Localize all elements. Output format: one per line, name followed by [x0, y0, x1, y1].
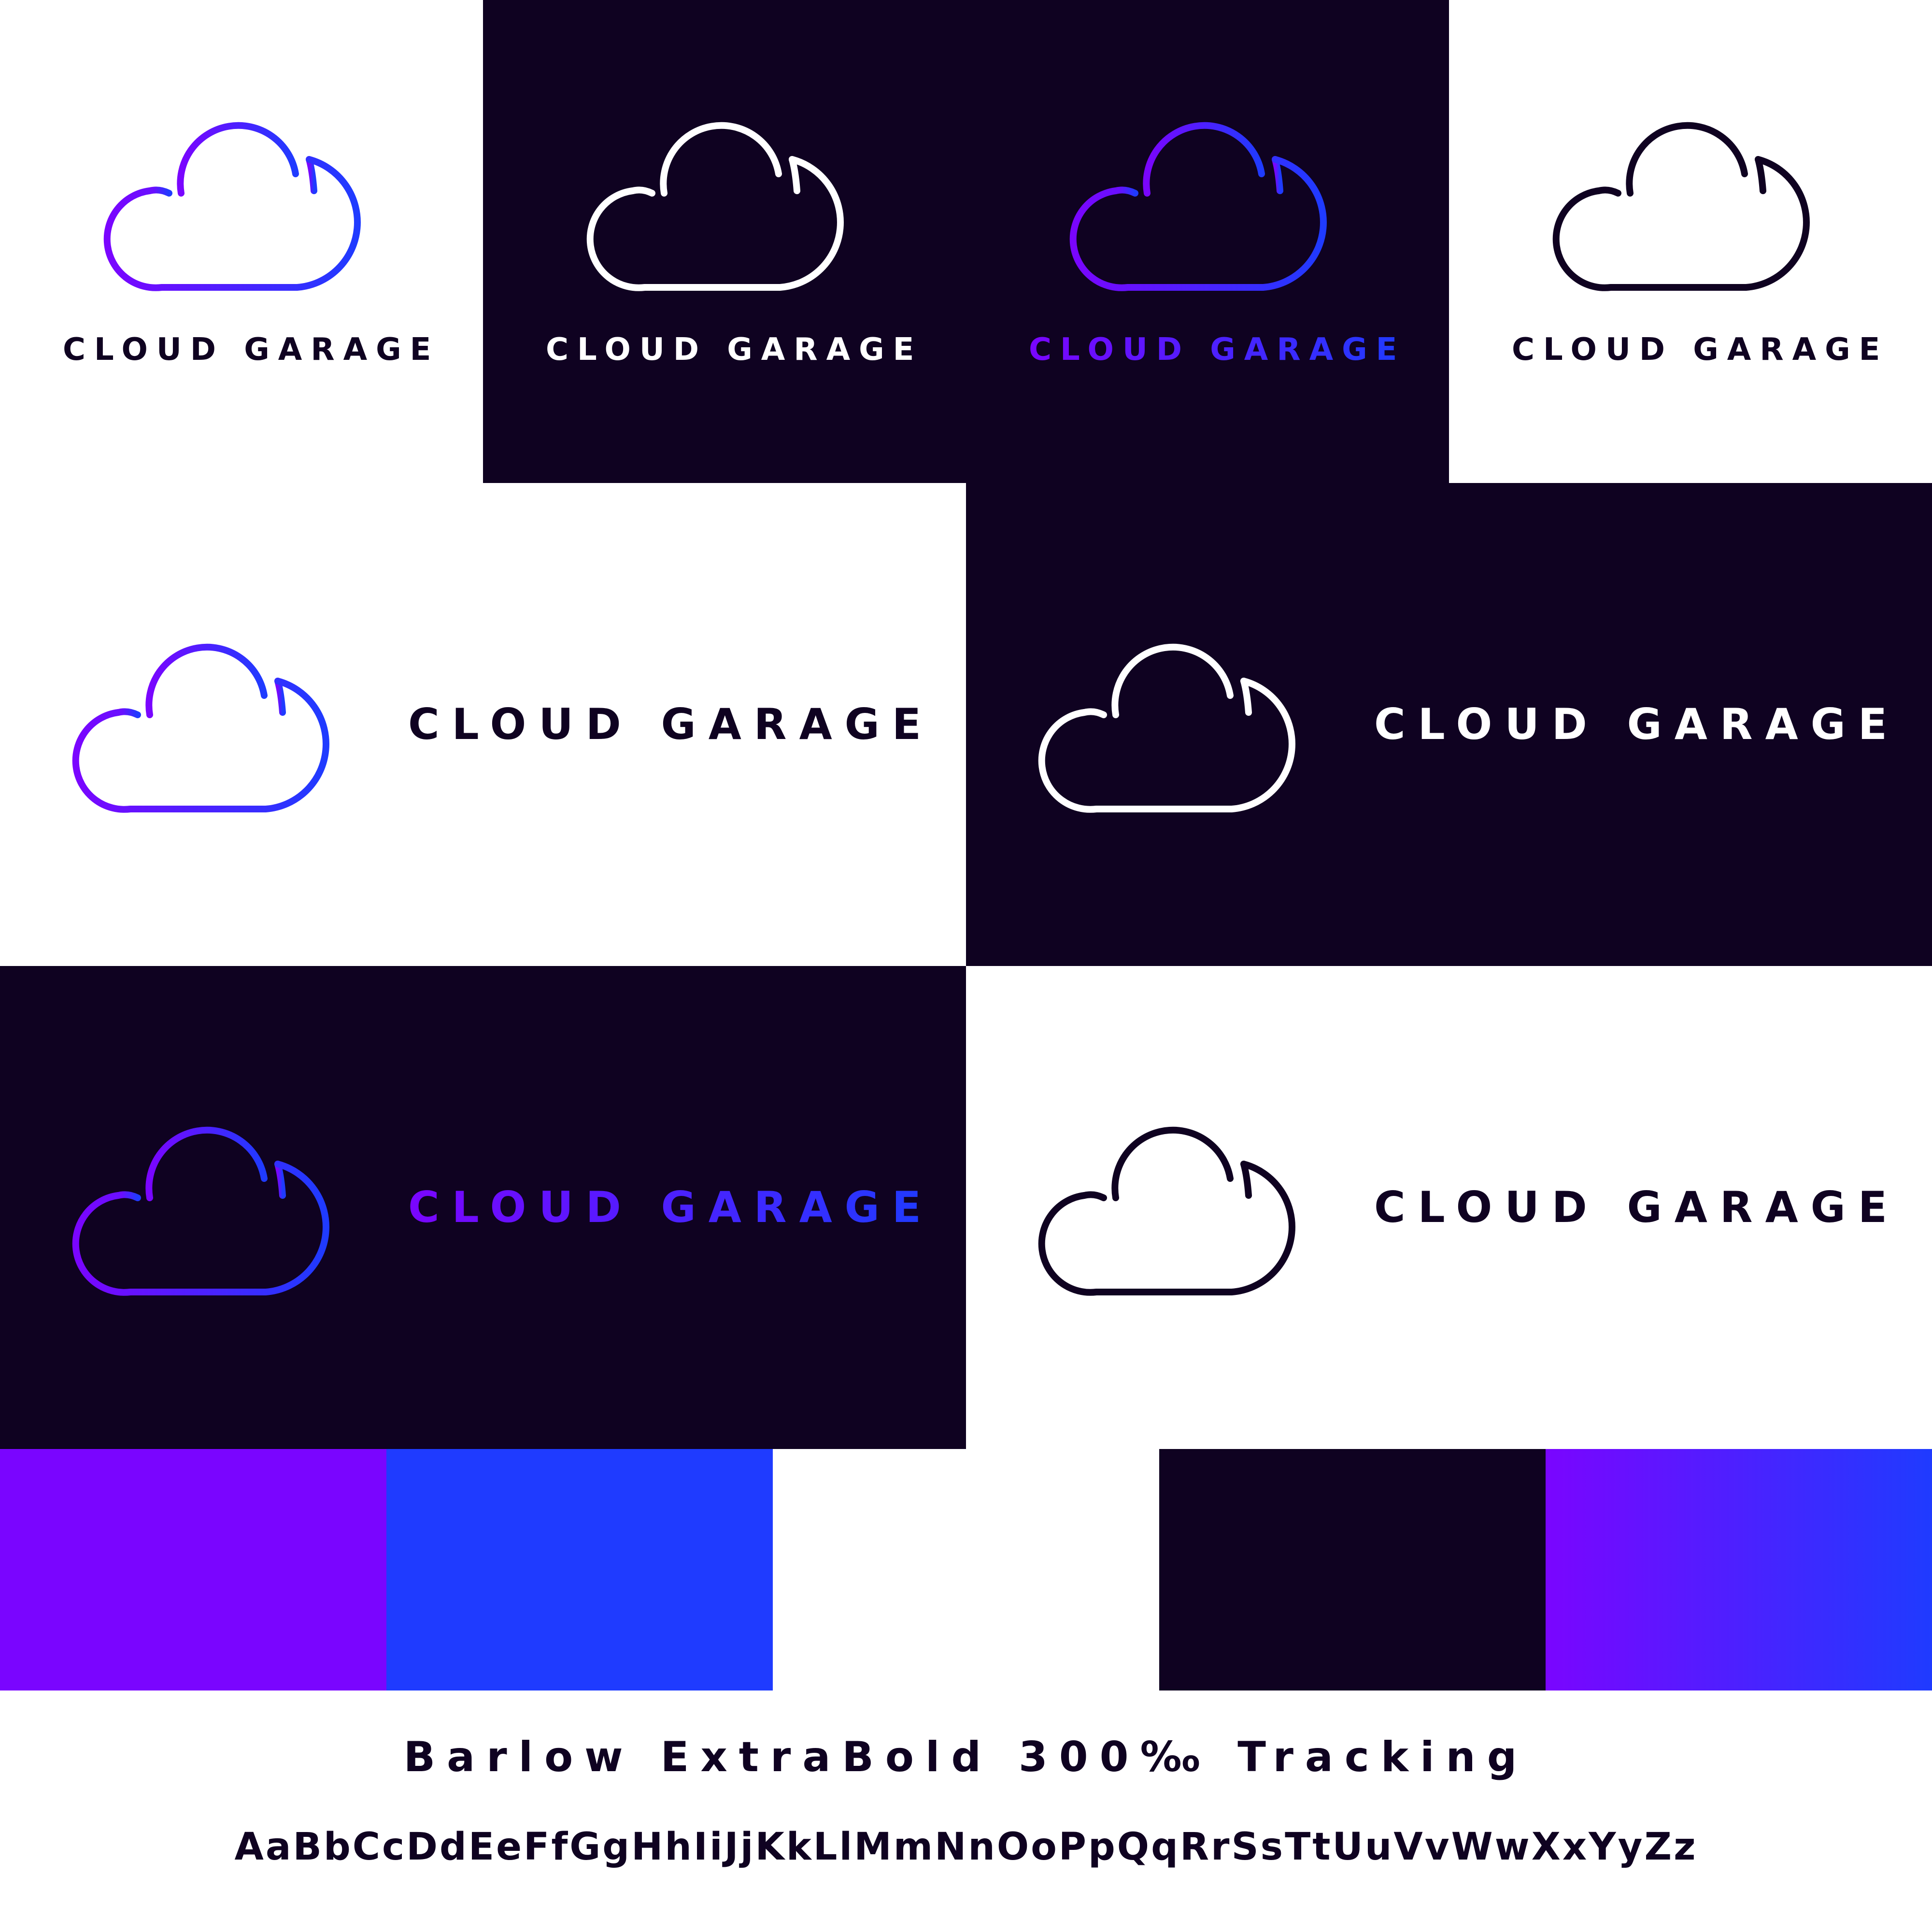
- typography-title: Barlow ExtraBold 300‰ Tracking: [403, 1733, 1529, 1781]
- color-swatch-5: [1546, 1449, 1932, 1690]
- color-swatch-1: [0, 1449, 386, 1690]
- typography-alphabet: AaBbCcDdEeFfGgHhIiJjKkLlMmNnOoPpQqRrSsTt…: [234, 1825, 1698, 1869]
- logo-variant-stacked-1: CLOUD GARAGE: [0, 0, 483, 483]
- logo-variant-horizontal-1: CLOUD GARAGE: [0, 483, 966, 966]
- wordmark: CLOUD GARAGE: [1029, 332, 1406, 368]
- logo-variant-stacked-2: CLOUD GARAGE: [483, 0, 966, 483]
- logo-variant-stacked-4: CLOUD GARAGE: [1449, 0, 1932, 483]
- logo-variant-stacked-3: CLOUD GARAGE: [966, 0, 1449, 483]
- color-swatch-3: [773, 1449, 1159, 1690]
- cloud-icon: [1069, 122, 1327, 291]
- wordmark: CLOUD GARAGE: [408, 1182, 934, 1232]
- cloud-icon: [1552, 122, 1810, 291]
- wordmark: CLOUD GARAGE: [1374, 699, 1900, 749]
- wordmark: CLOUD GARAGE: [1512, 332, 1889, 368]
- wordmark: CLOUD GARAGE: [63, 332, 440, 368]
- logo-variant-horizontal-4: CLOUD GARAGE: [966, 966, 1932, 1449]
- color-swatch-2: [386, 1449, 773, 1690]
- wordmark: CLOUD GARAGE: [408, 699, 934, 749]
- cloud-icon: [72, 643, 329, 813]
- cloud-icon: [586, 122, 844, 291]
- logo-variant-horizontal-3: CLOUD GARAGE: [0, 966, 966, 1449]
- cloud-icon: [103, 122, 361, 291]
- cloud-icon: [72, 1126, 329, 1296]
- color-swatch-4: [1159, 1449, 1546, 1690]
- cloud-icon: [1038, 643, 1295, 813]
- cloud-icon: [1038, 1126, 1295, 1296]
- logo-variant-horizontal-2: CLOUD GARAGE: [966, 483, 1932, 966]
- wordmark: CLOUD GARAGE: [1374, 1182, 1900, 1232]
- wordmark: CLOUD GARAGE: [546, 332, 923, 368]
